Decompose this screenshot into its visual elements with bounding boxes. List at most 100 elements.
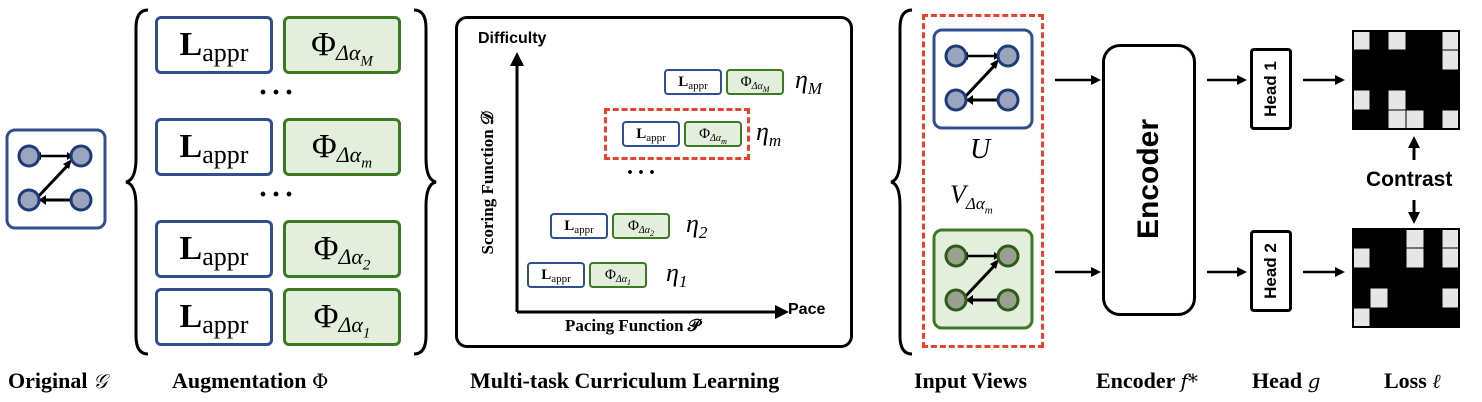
l-subscript: appr [688,80,708,92]
matrix-cell [1387,109,1407,130]
l-subscript: appr [202,140,249,169]
matrix-cell [1405,307,1425,328]
phi-subscript: Δα [710,132,722,144]
matrix-cell [1423,89,1443,111]
view-u-graph-icon [932,28,1034,130]
matrix-cell [1405,247,1425,269]
view-v-symbol: V [950,180,966,209]
phi-symbol: Φ [604,266,616,283]
matrix-cell [1387,69,1407,91]
matrix-cell [1441,89,1460,111]
matrix-cell [1352,30,1371,51]
l-symbol: L [179,230,203,267]
views-brace [890,8,913,356]
phi-symbol: Φ [313,230,339,267]
views-dashed-box [922,14,1044,348]
original-graph-icon [5,128,107,230]
caption-original-text: Original [8,368,88,393]
eta-index: m [768,131,782,151]
matrix-cell [1405,287,1425,309]
matrix-cell [1423,287,1443,309]
caption-curriculum: Multi-task Curriculum Learning [470,368,780,393]
similarity-matrix-bottom [1352,228,1460,328]
phi-symbol: Φ [627,217,639,234]
matrix-cell [1352,49,1371,71]
head-2-label: Head 2 [1261,243,1280,299]
view-u-label: U [970,134,991,165]
matrix-cell [1352,307,1371,328]
curriculum-axes [510,52,789,319]
l-symbol: L [179,26,203,63]
curriculum-panel [455,16,853,348]
phi-index: M [762,84,770,94]
l-symbol: L [564,217,575,234]
caption-input-views: Input Views [914,368,1028,393]
matrix-cell [1387,228,1407,249]
l-symbol: L [179,298,203,335]
view-v-label: VΔαm [950,180,993,217]
right-brace [413,8,437,356]
matrix-border [1352,30,1460,130]
matrix-cell [1423,228,1443,249]
matrix-cell [1441,287,1460,309]
l-subscript: appr [551,273,571,285]
matrix-cell [1387,49,1407,71]
matrix-cell [1369,307,1389,328]
curriculum-ellipsis: ··· [626,160,660,186]
matrix-cell [1352,287,1371,309]
eta-symbol: η [756,117,769,146]
matrix-cell [1423,307,1443,328]
matrix-cell [1369,109,1389,130]
matrix-cell [1441,49,1460,71]
pacing-function-label: Pacing Function 𝒫 [565,316,701,335]
caption-loss: Loss ℓ [1384,368,1441,394]
l-subscript: appr [202,242,249,271]
matrix-cell [1352,228,1371,249]
caption-augmentation: Augmentation Φ [172,368,328,394]
phi-index: M [360,53,373,70]
matrix-cell [1369,267,1389,289]
l-subscript: appr [574,224,594,236]
matrix-cell [1387,267,1407,289]
eta-symbol: η [795,65,808,94]
matrix-cell [1352,69,1371,91]
head-1-label: Head 1 [1261,61,1280,117]
caption-loss-text: Loss [1384,368,1427,393]
phi-subscript: Δα [338,243,363,269]
matrix-cell [1387,89,1407,111]
augmentation-ellipsis: ··· [258,76,298,109]
caption-original: Original 𝒢 [8,368,107,394]
phi-index: 2 [362,257,371,274]
eta-label: ηM [795,65,822,99]
matrix-cell [1423,247,1443,269]
matrix-cell [1423,267,1443,289]
phi-subscript: Δα [638,224,651,236]
eta-index: M [807,79,823,99]
matrix-cell [1441,228,1460,249]
head-1-box: Head 1 [1250,48,1292,130]
phi-subscript: Δα [338,311,363,337]
phi-index: 2 [650,228,655,238]
phi-index: m [721,136,727,146]
matrix-cell [1352,109,1371,130]
matrix-cell [1405,49,1425,71]
caption-head-symbol: g [1307,369,1321,393]
phi-subscript: Δα [335,39,361,65]
matrix-cell [1405,109,1425,130]
view-v-index: m [984,204,993,217]
phi-subscript: Δα [336,141,362,167]
l-symbol: L [678,73,689,90]
matrix-cell [1369,287,1389,309]
l-subscript: appr [646,132,666,144]
matrix-cell [1369,247,1389,269]
eta-index: 1 [678,272,688,292]
matrix-cell [1441,307,1460,328]
matrix-cell [1423,49,1443,71]
